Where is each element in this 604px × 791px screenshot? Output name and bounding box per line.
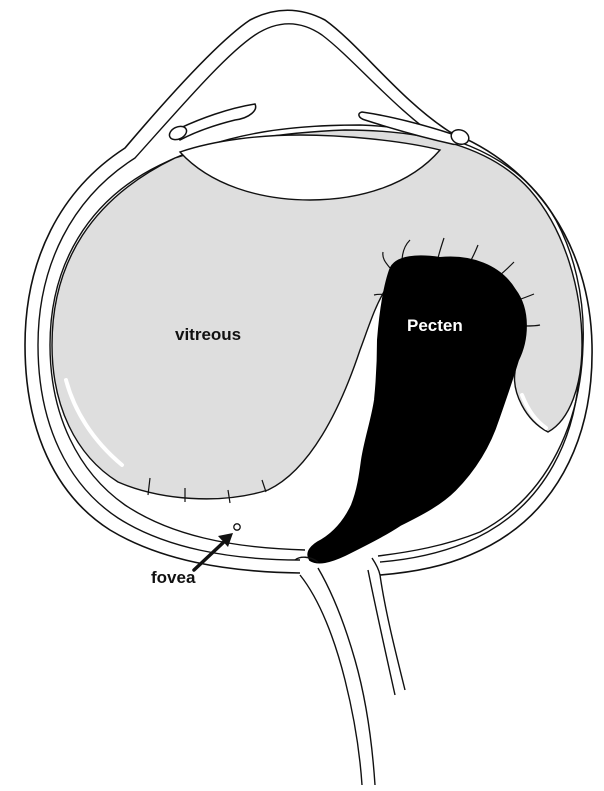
fovea-label: fovea	[151, 568, 195, 588]
vitreous-label: vitreous	[175, 325, 241, 345]
fovea-arrow	[194, 533, 233, 570]
fovea-pit	[234, 524, 240, 530]
pecten-label: Pecten	[407, 316, 463, 336]
optic-nerve	[295, 557, 405, 785]
